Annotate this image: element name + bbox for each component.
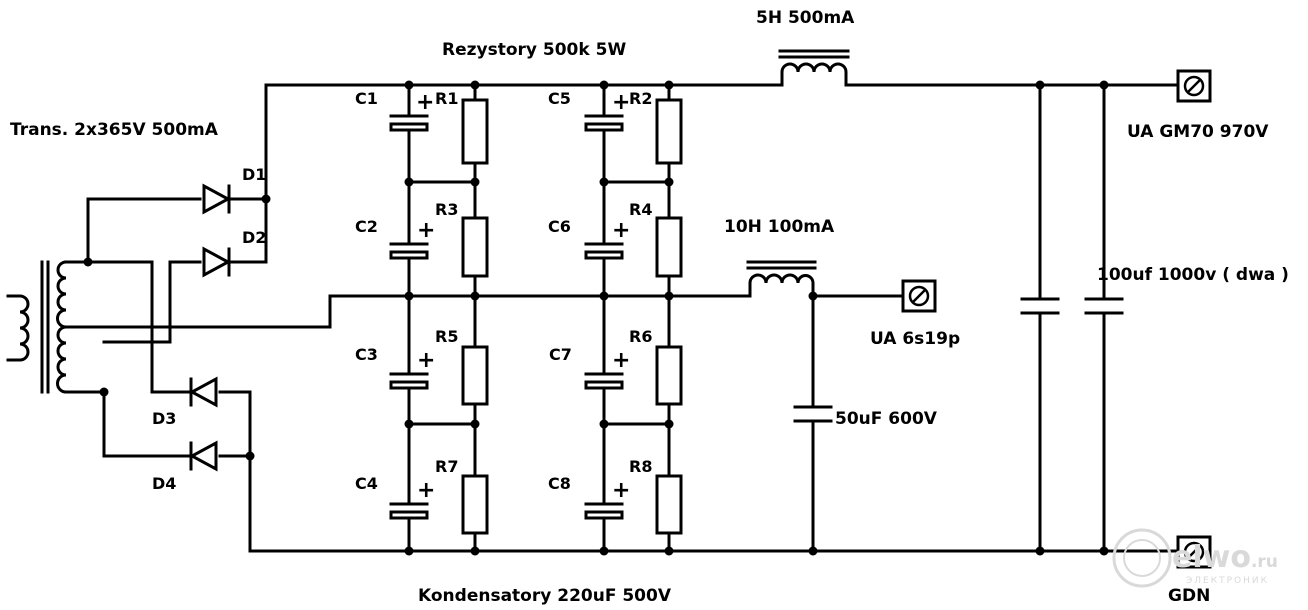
resistor-r4 <box>655 216 683 278</box>
capacitor-c3 <box>389 372 429 390</box>
c7-label: C7 <box>549 345 572 364</box>
aux-cap-label: 50uF 600V <box>835 409 938 429</box>
choke-10h <box>746 260 817 298</box>
capacitor-c7 <box>584 372 624 390</box>
d3-label: D3 <box>152 409 176 428</box>
diode-d3 <box>188 376 218 408</box>
watermark-tagline: ЭЛЕКТРОНИК <box>1186 576 1269 586</box>
choke-main-label: 5H 500mA <box>756 8 855 28</box>
transformer <box>6 260 68 394</box>
capacitor-c2 <box>389 242 429 260</box>
resistor-r1 <box>461 98 489 165</box>
terminal-ground <box>1176 535 1212 569</box>
diode-d4 <box>188 440 218 472</box>
secondary-winding <box>56 260 68 394</box>
r6-label: R6 <box>629 327 652 346</box>
diode-d2 <box>202 246 232 278</box>
choke-5h <box>778 49 850 87</box>
r4-label: R4 <box>629 200 652 219</box>
output-main-label: UA GM70 970V <box>1127 122 1269 142</box>
capacitor-c5 <box>584 114 624 132</box>
transformer-label: Trans. 2x365V 500mA <box>10 120 219 140</box>
c3-label: C3 <box>355 345 378 364</box>
c4-plus: + <box>417 478 435 503</box>
c5-label: C5 <box>548 89 571 108</box>
capacitor-100uf-2 <box>1084 297 1124 315</box>
diode-d1 <box>202 183 232 215</box>
junction-dots <box>83 80 1109 556</box>
d4-label: D4 <box>152 474 176 493</box>
resistor-r6 <box>655 345 683 406</box>
filter-cap-label: 100uf 1000v ( dwa ) <box>1097 265 1289 285</box>
c6-label: C6 <box>548 217 571 236</box>
resistor-r8 <box>655 474 683 535</box>
r8-label: R8 <box>629 457 652 476</box>
capacitor-100uf-1 <box>1020 297 1060 315</box>
capacitor-50uf <box>793 405 833 423</box>
primary-winding <box>6 294 30 362</box>
resistor-r5 <box>461 345 489 406</box>
r7-label: R7 <box>435 457 458 476</box>
svg-text:elwo.ru: elwo.ru <box>1172 540 1278 575</box>
terminal-gm70 <box>1176 69 1212 103</box>
c2-plus: + <box>417 218 435 243</box>
resistors-note: Rezystory 500k 5W <box>442 40 626 60</box>
capacitors-note: Kondensatory 220uF 500V <box>418 586 672 606</box>
watermark-logo: elwo.ru ЭЛЕКТРОНИК <box>1112 528 1278 588</box>
output-aux-label: UA 6s19p <box>870 329 960 349</box>
r5-label: R5 <box>435 327 458 346</box>
resistor-r3 <box>461 216 489 278</box>
d1-label: D1 <box>242 165 266 184</box>
capacitor-c6 <box>584 242 624 260</box>
terminal-6s19p <box>901 279 937 313</box>
c7-plus: + <box>612 348 630 373</box>
d2-label: D2 <box>242 228 266 247</box>
c4-label: C4 <box>355 474 378 493</box>
wiring <box>64 83 1182 553</box>
r1-label: R1 <box>435 89 458 108</box>
c1-label: C1 <box>355 89 378 108</box>
c2-label: C2 <box>355 217 378 236</box>
c3-plus: + <box>417 348 435 373</box>
c8-plus: + <box>612 478 630 503</box>
r2-label: R2 <box>629 89 652 108</box>
resistor-r7 <box>461 474 489 535</box>
resistor-r2 <box>655 98 683 165</box>
labels: Trans. 2x365V 500mA Rezystory 500k 5W Ko… <box>10 8 1289 606</box>
c8-label: C8 <box>548 474 571 493</box>
c5-plus: + <box>612 90 630 115</box>
choke-aux-label: 10H 100mA <box>724 217 835 237</box>
c6-plus: + <box>612 218 630 243</box>
c1-plus: + <box>416 90 434 115</box>
capacitor-c4 <box>389 502 429 520</box>
capacitor-c8 <box>584 502 624 520</box>
capacitor-c1 <box>389 114 429 132</box>
ground-label: GDN <box>1168 586 1210 606</box>
r3-label: R3 <box>435 200 458 219</box>
